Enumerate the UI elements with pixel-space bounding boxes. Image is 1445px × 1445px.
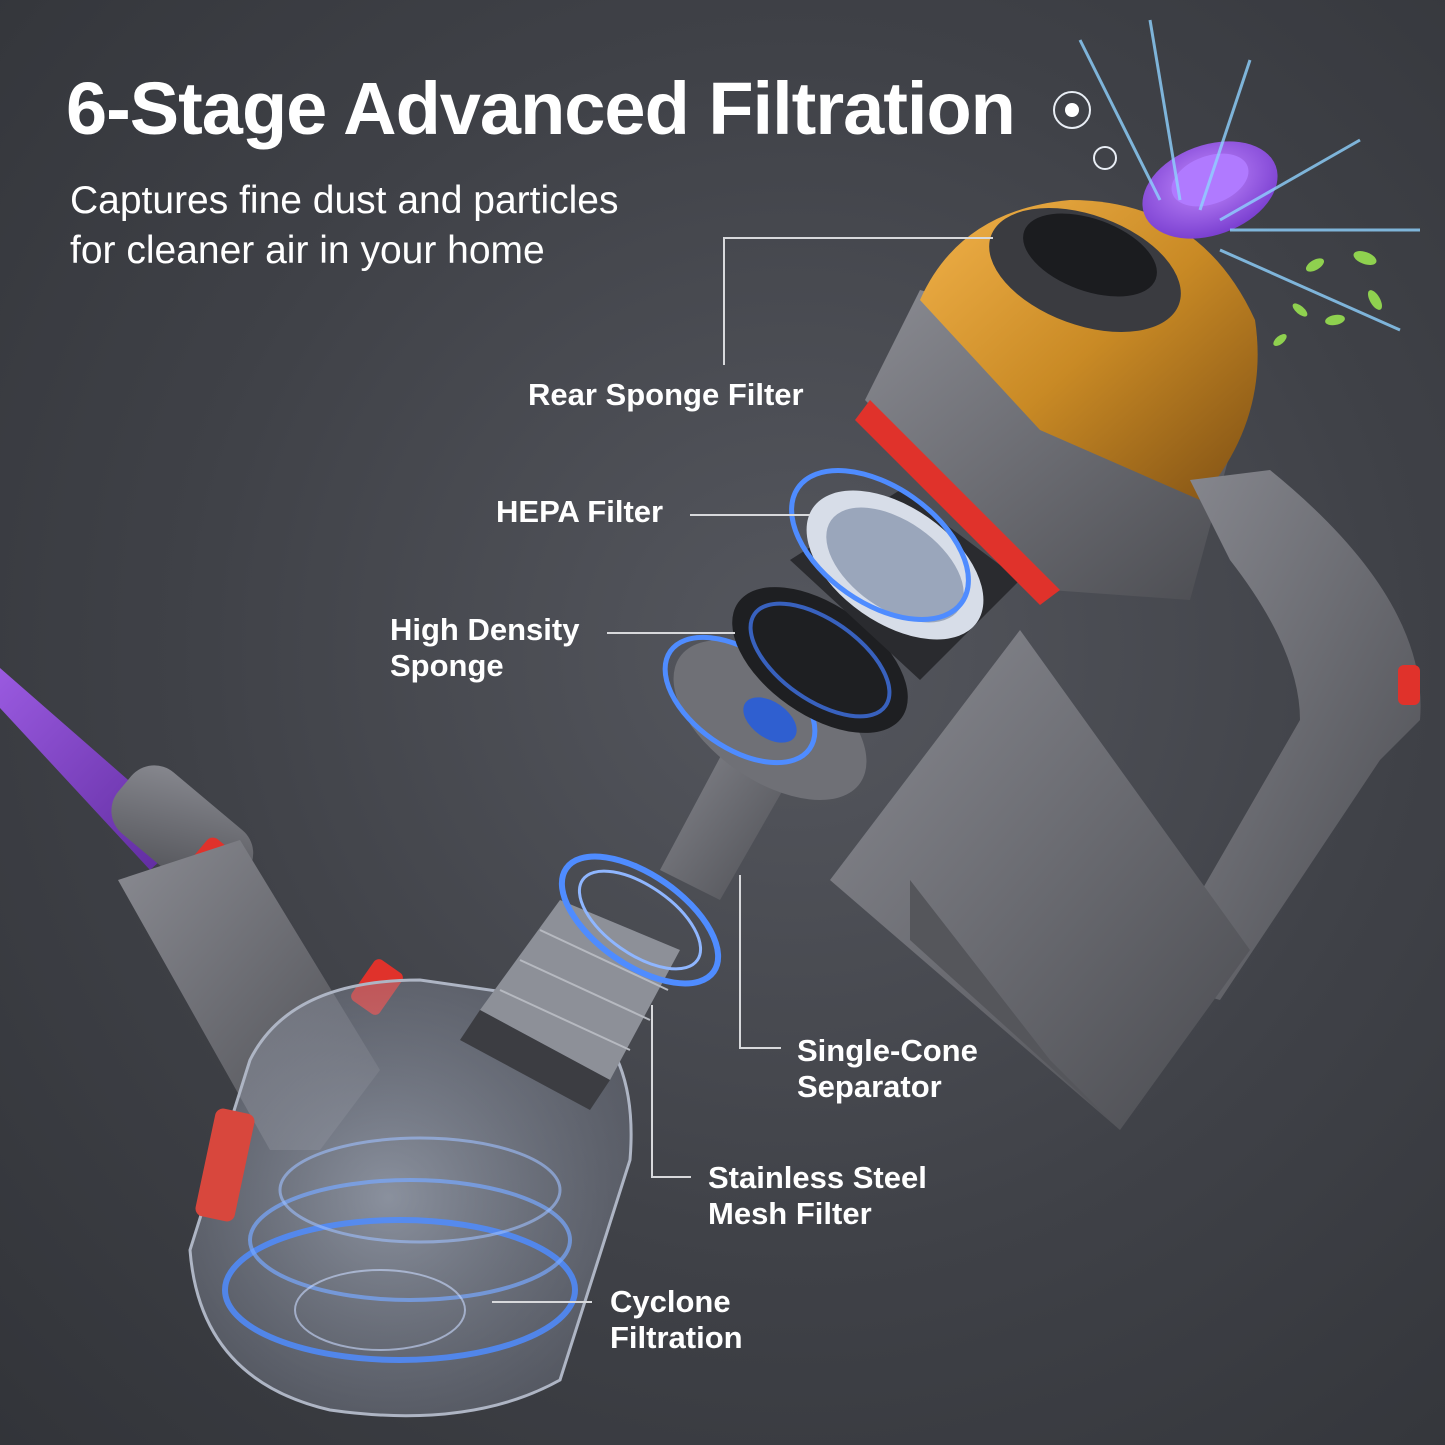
label-separator-line-2: Separator [797, 1069, 942, 1104]
leader-separator-vertical [739, 875, 741, 1048]
leader-rear-sponge-vertical [723, 237, 725, 365]
label-stainless-steel-mesh-filter: Stainless Steel Mesh Filter [708, 1160, 927, 1232]
hepa-ring [789, 468, 971, 622]
label-separator-line-1: Single-Cone [797, 1033, 978, 1068]
battery-block [830, 630, 1250, 1130]
mesh-filter [460, 853, 722, 1110]
flower-icon [1065, 103, 1079, 117]
leader-mesh-horizontal [651, 1176, 691, 1178]
label-mesh-line-1: Stainless Steel [708, 1160, 927, 1195]
label-single-cone-separator: Single-Cone Separator [797, 1033, 978, 1105]
subheadline: Captures fine dust and particles for cle… [70, 176, 770, 276]
leader-hepa [690, 514, 810, 516]
leader-rear-sponge-horizontal [723, 237, 993, 239]
leaf-icons [1273, 251, 1382, 346]
mesh-ring [558, 853, 722, 987]
handle [1150, 470, 1421, 1000]
label-cyclone-line-1: Cyclone [610, 1284, 731, 1319]
cyclone-ring-2 [248, 1178, 572, 1302]
label-high-density-sponge: High Density Sponge [390, 612, 579, 684]
cyclone-ring-1 [222, 1217, 578, 1363]
separator-disc [662, 634, 867, 800]
label-hepa-filter: HEPA Filter [496, 494, 664, 529]
hepa-filter [789, 468, 1020, 680]
leader-high-density [607, 632, 735, 634]
high-density-sponge [732, 587, 908, 733]
leader-separator-horizontal [739, 1047, 781, 1049]
subheadline-line-1: Captures fine dust and particles [70, 179, 619, 222]
subheadline-line-2: for cleaner air in your home [70, 229, 545, 272]
label-cyclone-line-2: Filtration [610, 1320, 743, 1355]
label-high-density-line-1: High Density [390, 612, 580, 647]
label-high-density-line-2: Sponge [390, 648, 504, 683]
leader-cyclone [492, 1301, 592, 1303]
label-cyclone-filtration: Cyclone Filtration [610, 1284, 743, 1356]
airflow-rays [1078, 19, 1420, 332]
cyclone-ring-3 [278, 1136, 562, 1244]
headline: 6-Stage Advanced Filtration [66, 67, 1016, 150]
bubble-icons [1053, 91, 1117, 170]
label-mesh-line-2: Mesh Filter [708, 1196, 872, 1231]
motor-housing [855, 200, 1258, 605]
label-rear-sponge-filter: Rear Sponge Filter [528, 377, 804, 412]
dust-bin [188, 978, 633, 1418]
leader-mesh-vertical [651, 1005, 653, 1177]
